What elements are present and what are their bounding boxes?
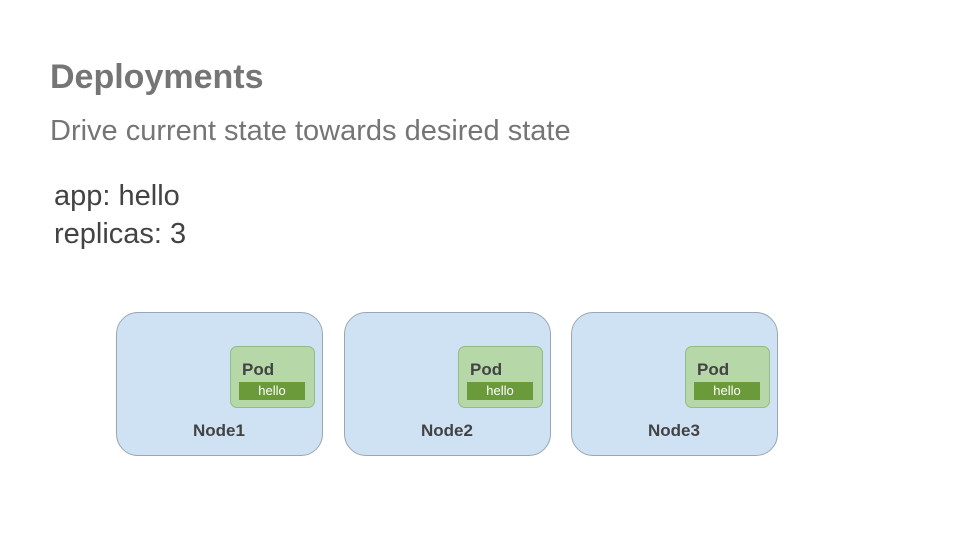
pod-box: Pod hello	[230, 346, 315, 408]
node-box-3: Pod hello Node3	[571, 312, 778, 456]
deployment-spec: app: hello replicas: 3	[54, 177, 186, 253]
pod-app-tag: hello	[239, 382, 305, 400]
slide-subtitle: Drive current state towards desired stat…	[50, 115, 571, 147]
pod-label: Pod	[470, 360, 503, 379]
pod-box: Pod hello	[458, 346, 543, 408]
node-label: Node2	[421, 421, 473, 440]
pod-label: Pod	[697, 360, 730, 379]
slide-title: Deployments	[50, 58, 264, 96]
node-label: Node1	[193, 421, 245, 440]
node-label: Node3	[648, 421, 700, 440]
pod-app-tag: hello	[694, 382, 760, 400]
pod-app-tag: hello	[467, 382, 533, 400]
pod-box: Pod hello	[685, 346, 770, 408]
node-box-2: Pod hello Node2	[344, 312, 551, 456]
spec-app-line: app: hello	[54, 180, 180, 212]
spec-replicas-line: replicas: 3	[54, 218, 187, 250]
node-box-1: Pod hello Node1	[116, 312, 323, 456]
pod-label: Pod	[242, 360, 275, 379]
